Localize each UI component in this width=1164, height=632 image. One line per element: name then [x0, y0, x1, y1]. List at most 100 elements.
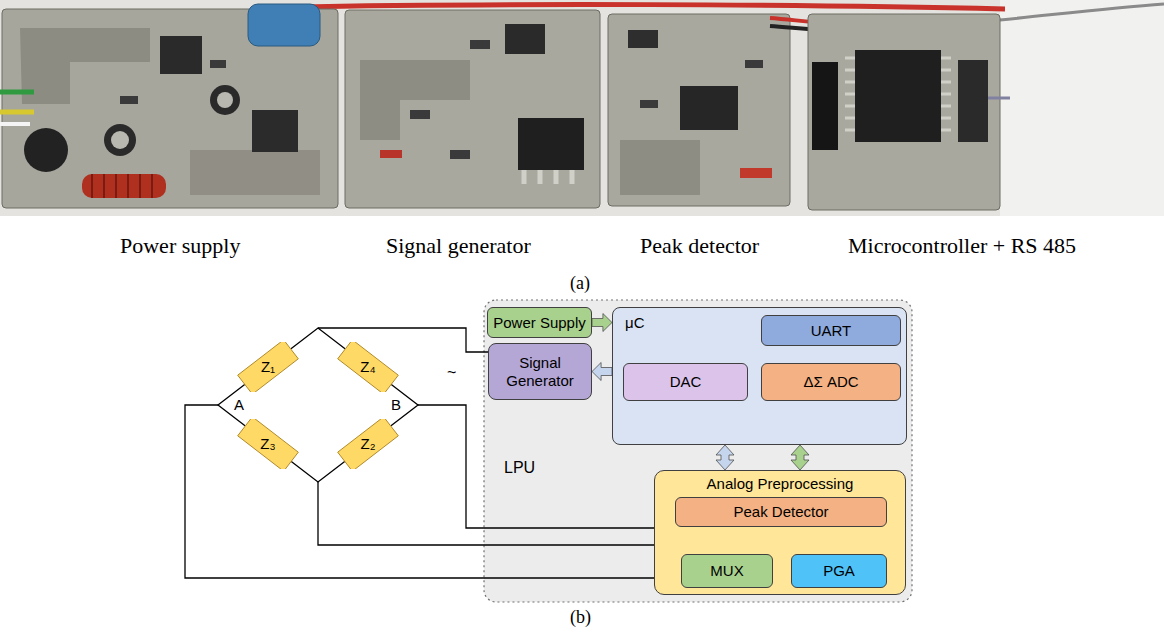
- trace: [620, 140, 700, 195]
- chip: [958, 60, 988, 142]
- smd-part: [745, 60, 763, 68]
- white-wire: [0, 122, 30, 126]
- impedance-outline: [238, 342, 299, 392]
- impedance-outline: [338, 419, 399, 469]
- node-text: Z₁: [261, 358, 275, 376]
- node-text: ΔΣ ADC: [803, 373, 858, 391]
- capacitor: [248, 4, 320, 46]
- capacitor: [24, 128, 68, 172]
- pcb: [345, 10, 600, 208]
- arrow-body: [592, 314, 612, 332]
- mux-block: MUX: [681, 554, 773, 588]
- trace: [190, 150, 320, 195]
- node-text: UART: [811, 322, 852, 340]
- impedance-element: Z₁: [236, 342, 300, 392]
- node-text: LPU: [504, 458, 535, 477]
- node-text: DAC: [670, 373, 702, 391]
- smd-part: [450, 150, 470, 159]
- chip: [505, 24, 545, 54]
- trace: [360, 60, 470, 140]
- lpu-outline: [484, 300, 912, 602]
- inductor-winding: [92, 174, 152, 198]
- photo-caption: Peak detector: [640, 233, 759, 259]
- microcontroller-block: μC UART DAC ΔΣ ADC: [612, 307, 907, 445]
- node-text: Signal Generator: [494, 354, 586, 390]
- smd-part: [120, 96, 138, 104]
- signal-generator-block: Signal Generator: [488, 343, 592, 400]
- adc-block: ΔΣ ADC: [761, 363, 901, 401]
- trace: [20, 28, 150, 104]
- smd-part: [640, 100, 658, 108]
- wire-line: [291, 461, 345, 482]
- impedance-element: Z₂: [336, 419, 400, 469]
- photo-caption: Power supply: [120, 233, 240, 259]
- inductor: [82, 174, 166, 198]
- wire-line: [291, 328, 345, 349]
- yellow-wire: [0, 110, 34, 115]
- pga-block: PGA: [791, 554, 887, 588]
- chip-pins: [524, 170, 572, 184]
- sense-wire: [318, 482, 654, 545]
- lpu-region: LPU Power Supply μC UART DAC ΔΣ ADC Signal Gen…: [484, 300, 912, 602]
- power-supply-block: Power Supply: [487, 307, 592, 338]
- node-text: PGA: [823, 562, 855, 580]
- node-text: μC: [625, 314, 644, 332]
- wire-line: [391, 384, 418, 426]
- arrow-body: [791, 445, 809, 470]
- power-supply-board: [0, 4, 338, 208]
- node-text: MUX: [710, 562, 743, 580]
- bridge-wire: [291, 461, 345, 482]
- red-wire: [290, 5, 1005, 9]
- node-text: Power Supply: [493, 314, 586, 332]
- signal-generator-board: [345, 10, 600, 208]
- pcb: [608, 14, 790, 206]
- ac-symbol: ~: [447, 363, 456, 382]
- wire-line: [218, 384, 245, 426]
- chip: [680, 86, 738, 130]
- impedance-element: Z₄: [336, 342, 400, 392]
- peak-detector-block: Peak Detector: [675, 497, 887, 527]
- block-arrow: [716, 445, 734, 470]
- node-text: Z₃: [260, 435, 275, 453]
- chip: [628, 30, 658, 48]
- peak-detector-board: [608, 14, 790, 206]
- chip: [252, 110, 298, 152]
- sense-wire: [185, 405, 654, 578]
- wire: [988, 97, 1010, 100]
- capacitor-top: [217, 92, 233, 108]
- node-text: Z₄: [360, 358, 375, 376]
- microcontroller-board: [770, 14, 1010, 210]
- panel-label: (b): [570, 607, 591, 629]
- node-text: Analog Preprocessing: [655, 475, 905, 493]
- green-wire: [0, 90, 34, 95]
- analog-preprocessing-block: Analog PreprocessingPeak DetectorMUX PGA: [654, 470, 906, 595]
- bridge-wire: [391, 384, 418, 426]
- capacitor-top: [111, 131, 129, 149]
- capacitor: [104, 124, 136, 156]
- photo-caption: Microcontroller + RS 485: [848, 233, 1076, 259]
- diode: [740, 168, 772, 178]
- panel-label: (a): [570, 273, 590, 295]
- impedance-outline: [338, 342, 399, 392]
- pcb: [808, 14, 1000, 210]
- block-arrow: [592, 314, 612, 332]
- node-text: Z₂: [361, 435, 376, 453]
- smd-part: [410, 110, 430, 119]
- block-arrow: [791, 445, 809, 470]
- arrow-body: [592, 363, 612, 381]
- capacitor: [210, 85, 240, 115]
- photo-background: [0, 0, 1164, 216]
- impedance-outline: [238, 419, 299, 469]
- dac-block: DAC: [623, 363, 748, 401]
- impedance-element: Z₃: [236, 419, 300, 469]
- uart-block: UART: [761, 315, 901, 346]
- node-label: A: [234, 396, 244, 414]
- pin-header: [812, 62, 838, 150]
- smd-part: [210, 60, 226, 68]
- chip: [855, 50, 941, 142]
- dip-chip: [518, 118, 584, 170]
- block-arrow: [592, 363, 612, 381]
- grey-wire: [1000, 4, 1164, 20]
- diode: [380, 150, 402, 158]
